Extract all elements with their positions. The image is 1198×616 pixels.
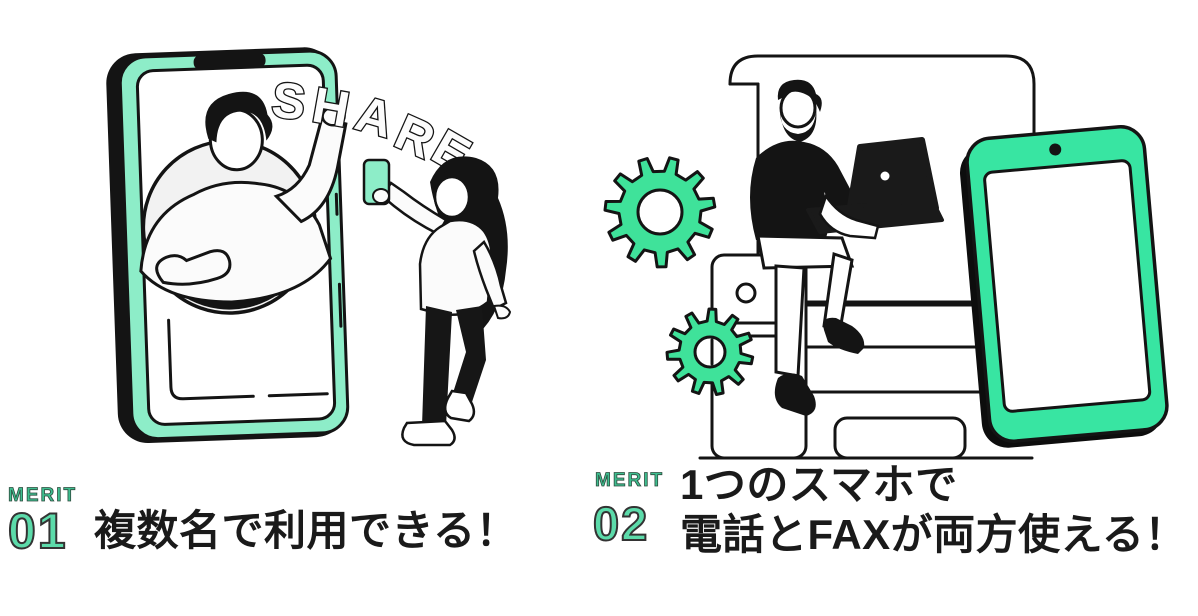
tablet-screen xyxy=(983,159,1152,413)
tablet-camera xyxy=(1049,143,1062,156)
woman-shoe xyxy=(401,419,456,447)
person-in-phone xyxy=(139,91,348,304)
woman-figure xyxy=(362,156,512,447)
laptop-screen xyxy=(847,137,939,211)
gear-small-hole xyxy=(693,335,727,369)
man-shoe xyxy=(823,317,865,354)
man-shoe xyxy=(774,373,816,416)
person-hand xyxy=(321,106,346,127)
phone-notch xyxy=(193,52,266,70)
merit2-caption: 1つのスマホで 電話とFAXが両方使える！ xyxy=(680,460,1187,560)
woman-shoe xyxy=(443,389,476,423)
phone-screen-detail xyxy=(167,318,329,401)
stack-tray xyxy=(833,416,967,460)
merit2-illustration xyxy=(603,54,1169,460)
woman-hand xyxy=(372,188,390,204)
gear-large-hole xyxy=(636,188,684,236)
gear-icon-large xyxy=(603,156,717,269)
laptop-logo xyxy=(880,171,890,181)
man-hair xyxy=(777,79,822,112)
person-arm xyxy=(273,116,348,224)
woman-pants xyxy=(422,306,486,426)
woman-arm-raised xyxy=(380,181,448,236)
person-gesture-hand xyxy=(155,249,232,286)
man-forearm xyxy=(818,193,880,240)
woman-hand-down xyxy=(492,304,512,320)
merit2-label: MERIT xyxy=(595,470,665,492)
man-beard xyxy=(779,108,817,142)
phone-edge-detail xyxy=(334,192,343,328)
merit1-caption: 複数名で利用できる！ xyxy=(94,507,519,554)
share-letter: S xyxy=(269,72,308,131)
gear-icon-small xyxy=(665,307,755,396)
tablet-icon xyxy=(959,125,1169,448)
woman-hair-front xyxy=(434,170,471,194)
man-leg xyxy=(774,264,806,378)
merit2-number: 02 xyxy=(592,497,650,550)
share-letter: A xyxy=(350,85,400,149)
merit1-number: 01 xyxy=(7,503,68,559)
stack-button xyxy=(735,282,757,304)
stack-slot xyxy=(728,321,784,338)
merit2-caption-line2: 電話とFAXが両方使える！ xyxy=(680,511,1187,558)
merit1-illustration: S H A R E xyxy=(106,47,512,447)
person-hair xyxy=(205,91,273,143)
man-with-laptop xyxy=(750,79,944,416)
merit1-label: MERIT xyxy=(8,485,78,507)
man-shirt xyxy=(750,140,856,240)
smartphone-icon xyxy=(106,47,350,443)
merit2-caption-line1: 1つのスマホで xyxy=(680,461,958,508)
